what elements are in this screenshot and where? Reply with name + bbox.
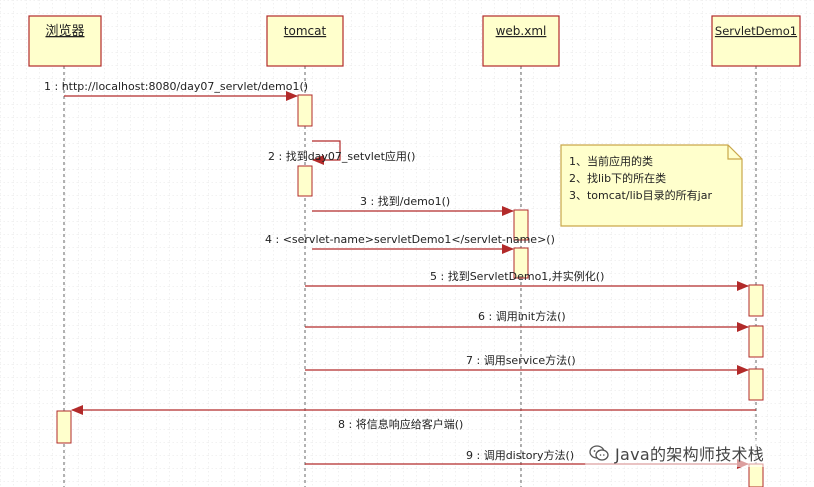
participant-label: tomcat (284, 24, 327, 38)
participant-label: ServletDemo1 (715, 24, 797, 38)
activation-bar (297, 94, 313, 127)
activations (56, 94, 764, 487)
message-label: 4 : <servlet-name>servletDemo1</servlet-… (265, 233, 555, 246)
participant-servlet: ServletDemo1 (711, 15, 801, 67)
message-label: 6 : 调用init方法() (478, 309, 566, 323)
participant-webxml: web.xml (482, 15, 560, 67)
participant-browser: 浏览器 (28, 15, 102, 67)
activation-bar (513, 247, 529, 279)
note-line: 2、找lib下的所在类 (569, 171, 666, 185)
wechat-bubble-icon (589, 445, 609, 461)
message-8-return: 8 : 将信息响应给客户端() (71, 405, 756, 431)
message-label: 2 : 找到day07_setvlet应用() (268, 149, 415, 163)
activation-bar (748, 368, 764, 401)
activation-bar (748, 325, 764, 358)
note: 1、当前应用的类 2、找lib下的所在类 3、tomcat/lib目录的所有ja… (560, 144, 743, 227)
activation-bar (297, 165, 313, 197)
participant-tomcat: tomcat (266, 15, 344, 67)
message-4: 4 : <servlet-name>servletDemo1</servlet-… (265, 233, 555, 254)
activation-bar (748, 284, 764, 317)
message-label: 7 : 调用service方法() (466, 353, 576, 367)
message-label: 8 : 将信息响应给客户端() (338, 417, 463, 431)
message-label: 9 : 调用distory方法() (466, 448, 574, 462)
message-3: 3 : 找到/demo1() (312, 194, 514, 216)
activation-bar (513, 209, 529, 241)
activation-bar (56, 410, 72, 444)
message-6: 6 : 调用init方法() (305, 309, 749, 332)
message-label: 5 : 找到ServletDemo1,并实例化() (430, 269, 604, 283)
note-line: 3、tomcat/lib目录的所有jar (569, 188, 712, 202)
message-5: 5 : 找到ServletDemo1,并实例化() (305, 269, 749, 291)
message-2-self: 2 : 找到day07_setvlet应用() (268, 140, 415, 165)
message-1: 1 : http://localhost:8080/day07_servlet/… (44, 80, 308, 101)
watermark: Java的架构师技术栈 (585, 439, 769, 467)
message-label: 1 : http://localhost:8080/day07_servlet/… (44, 80, 308, 93)
watermark-text: Java的架构师技术栈 (615, 445, 765, 464)
participant-label: web.xml (496, 24, 547, 38)
message-7: 7 : 调用service方法() (305, 353, 749, 375)
note-line: 1、当前应用的类 (569, 154, 653, 168)
participant-label: 浏览器 (45, 23, 84, 39)
message-label: 3 : 找到/demo1() (360, 194, 450, 208)
activation-bar (748, 463, 764, 487)
